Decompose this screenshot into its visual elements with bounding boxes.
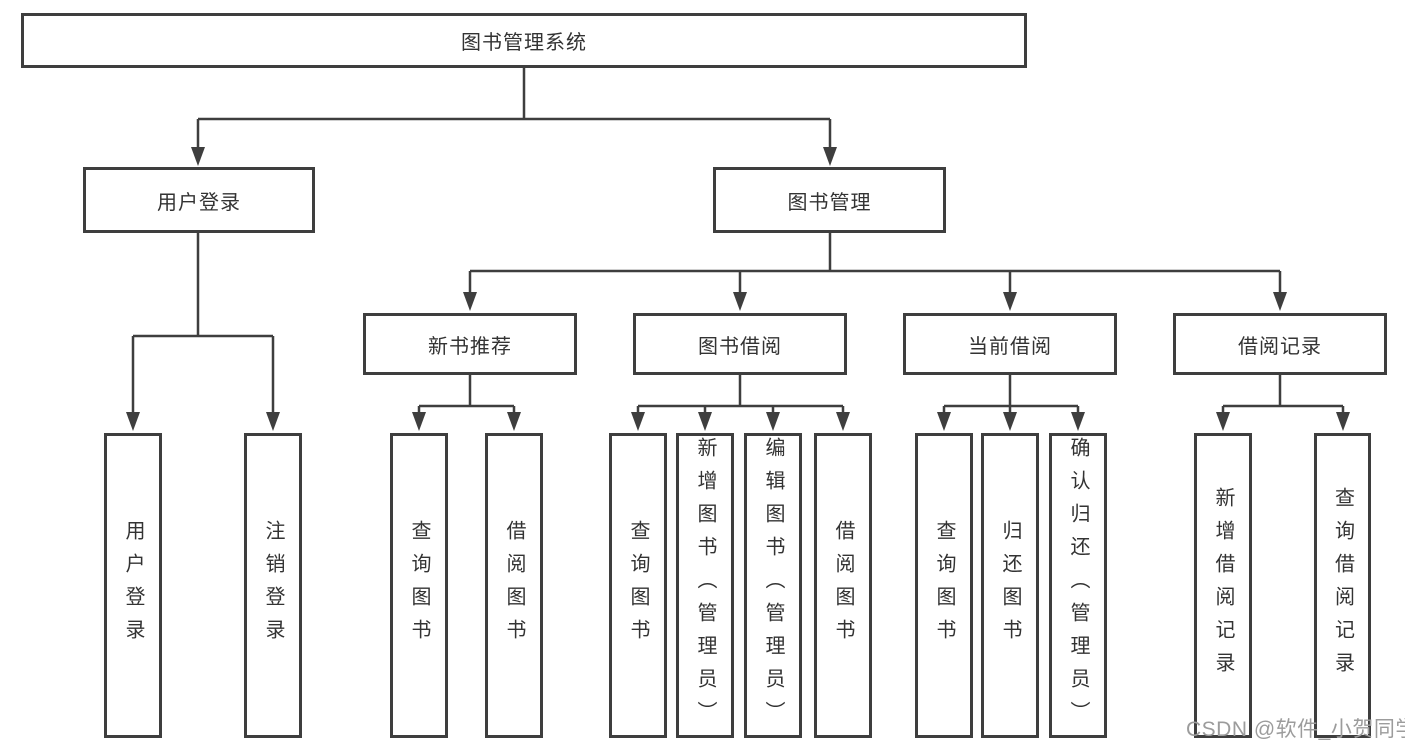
leaf-borrowing-add-books-admin-label: 新增图书（管理员）	[694, 437, 716, 734]
leaf-records-add-record: 新增借阅记录	[1194, 433, 1252, 738]
leaf-records-query-record: 查询借阅记录	[1314, 433, 1371, 738]
leaf-records-query-record-label: 查询借阅记录	[1331, 486, 1354, 685]
node-book-management: 图书管理	[713, 167, 946, 233]
leaf-current-query-books: 查询图书	[915, 433, 973, 738]
arrowheads	[126, 147, 1350, 431]
node-book-management-label: 图书管理	[787, 191, 872, 214]
leaf-current-return-books: 归还图书	[981, 433, 1039, 738]
node-root: 图书管理系统	[21, 13, 1027, 68]
leaf-newbook-query-books-label: 查询图书	[408, 519, 430, 652]
leaf-newbook-query-books: 查询图书	[390, 433, 448, 738]
leaf-borrowing-add-books-admin: 新增图书（管理员）	[676, 433, 734, 738]
watermark: CSDN @软件_小贺同学	[1186, 718, 1405, 741]
leaf-current-return-books-label: 归还图书	[999, 519, 1021, 652]
node-user-login: 用户登录	[83, 167, 315, 233]
leaf-borrowing-edit-books-admin-label: 编辑图书（管理员）	[762, 437, 784, 734]
node-book-borrowing-label: 图书借阅	[698, 335, 782, 358]
node-borrow-records: 借阅记录	[1173, 313, 1387, 375]
leaf-borrowing-edit-books-admin: 编辑图书（管理员）	[744, 433, 802, 738]
node-current-borrowing: 当前借阅	[903, 313, 1117, 375]
node-new-book-recommend: 新书推荐	[363, 313, 577, 375]
leaf-borrowing-borrow-books: 借阅图书	[814, 433, 872, 738]
node-new-book-recommend-label: 新书推荐	[428, 335, 512, 358]
leaf-newbook-borrow-books: 借阅图书	[485, 433, 543, 738]
leaf-records-add-record-label: 新增借阅记录	[1212, 486, 1234, 685]
leaf-logout-label: 注销登录	[262, 519, 284, 652]
node-current-borrowing-label: 当前借阅	[968, 335, 1052, 358]
node-user-login-label: 用户登录	[157, 191, 241, 214]
leaf-current-confirm-return-admin-label: 确认归还（管理员）	[1067, 437, 1089, 734]
leaf-logout: 注销登录	[244, 433, 302, 738]
node-borrow-records-label: 借阅记录	[1238, 335, 1322, 358]
leaf-user-login: 用户登录	[104, 433, 162, 738]
leaf-current-confirm-return-admin: 确认归还（管理员）	[1049, 433, 1107, 738]
leaf-newbook-borrow-books-label: 借阅图书	[503, 519, 525, 652]
leaf-borrowing-query-books-label: 查询图书	[627, 519, 649, 652]
node-book-borrowing: 图书借阅	[633, 313, 847, 375]
node-root-label: 图书管理系统	[461, 32, 587, 54]
leaf-borrowing-borrow-books-label: 借阅图书	[832, 519, 854, 652]
leaf-current-query-books-label: 查询图书	[933, 519, 955, 652]
leaf-borrowing-query-books: 查询图书	[609, 433, 667, 738]
leaf-user-login-label: 用户登录	[122, 519, 144, 652]
